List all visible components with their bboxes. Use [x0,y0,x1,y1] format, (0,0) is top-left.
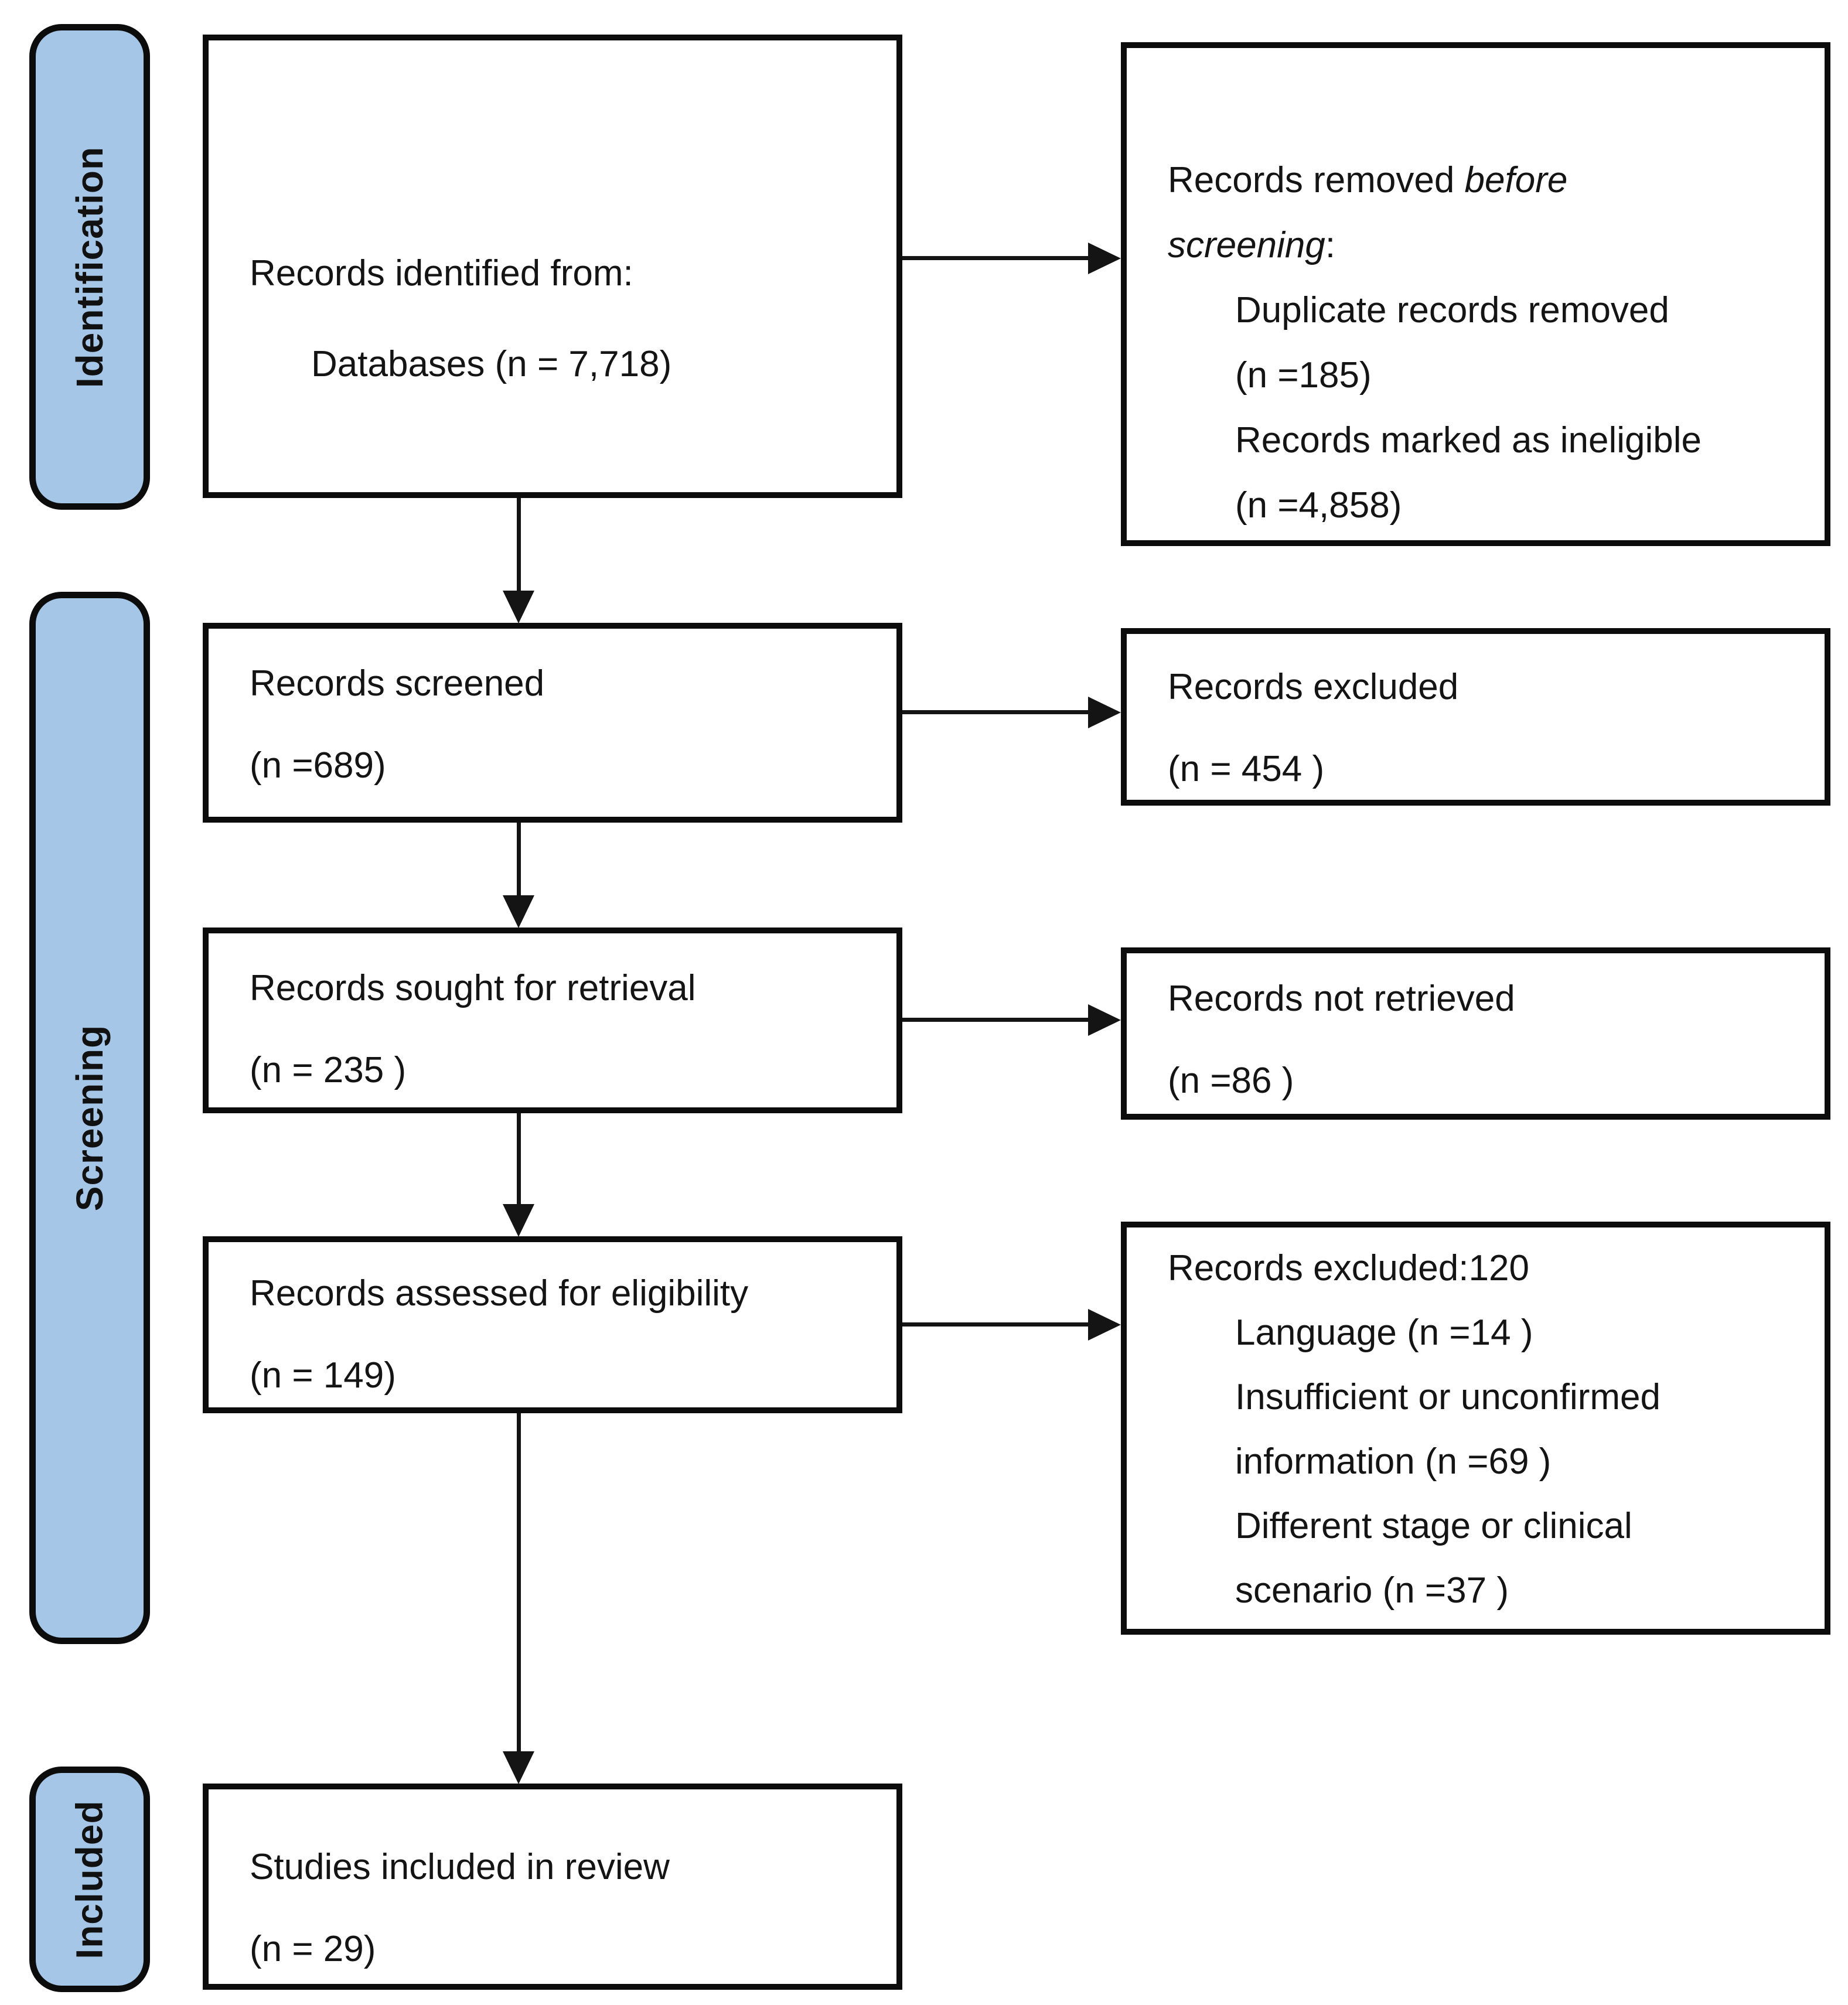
box-records-not-retrieved: Records not retrieved (n =86 ) [1121,947,1830,1120]
box-line: Records excluded [1168,667,1459,707]
box-line: (n =4,858) [1235,485,1402,526]
stage-label-included: Included [29,1767,150,1992]
box-records-excluded: Records excluded (n = 454 ) [1121,628,1830,806]
arrow-right-icon [1088,697,1121,728]
box-line: Language (n =14 ) [1235,1312,1533,1353]
arrow-right-icon [1088,1309,1121,1341]
arrow-line [517,1113,521,1204]
box-line: (n = 149) [250,1355,396,1396]
box-records-sought-retrieval: Records sought for retrieval (n = 235 ) [203,928,902,1113]
arrow-line [517,498,521,591]
box-line: (n =185) [1235,355,1372,395]
box-records-screened: Records screened (n =689) [203,623,902,823]
box-line: Databases (n = 7,718) [311,344,672,384]
stage-label-text: Included [69,1799,111,1959]
box-line: Records assessed for eligibility [250,1273,749,1314]
arrow-line [517,823,521,895]
box-line: Records not retrieved [1168,978,1515,1019]
box-line: Records removed before [1168,160,1568,200]
box-line: Records sought for retrieval [250,968,696,1008]
arrow-right-icon [1088,243,1121,274]
arrow-line [517,1413,521,1751]
italic-text: before [1464,160,1568,200]
box-line: information (n =69 ) [1235,1441,1552,1482]
arrow-down-icon [503,1751,534,1784]
box-line: scenario (n =37 ) [1235,1570,1509,1611]
box-line: screening: [1168,225,1336,265]
italic-text: screening [1168,225,1325,265]
arrow-line [902,1322,1090,1327]
box-records-excluded-eligibility: Records excluded:120 Language (n =14 ) I… [1121,1222,1830,1635]
box-records-removed-before-screening: Records removed before screening: Duplic… [1121,42,1830,546]
box-line: Records excluded:120 [1168,1248,1529,1288]
box-line: (n =689) [250,745,386,786]
arrow-down-icon [503,591,534,623]
box-studies-included-review: Studies included in review (n = 29) [203,1784,902,1990]
arrow-right-icon [1088,1004,1121,1036]
box-line: Duplicate records removed [1235,290,1669,330]
arrow-down-icon [503,1204,534,1237]
stage-label-screening: Screening [29,592,150,1644]
arrow-line [902,256,1090,260]
box-line: (n = 29) [250,1929,376,1969]
stage-label-text: Identification [69,146,111,388]
stage-label-identification: Identification [29,24,150,510]
box-line: Records identified from: [250,253,633,294]
box-records-assessed-eligibility: Records assessed for eligibility (n = 14… [203,1236,902,1413]
arrow-line [902,710,1090,714]
box-line: (n =86 ) [1168,1061,1294,1101]
stage-label-text: Screening [69,1024,111,1212]
box-line: Insufficient or unconfirmed [1235,1377,1661,1417]
box-line: Records marked as ineligible [1235,420,1702,461]
box-line: Records screened [250,663,545,704]
arrow-down-icon [503,895,534,928]
box-line: (n = 454 ) [1168,749,1325,789]
box-line: (n = 235 ) [250,1050,407,1090]
box-line: Studies included in review [250,1847,670,1887]
box-records-identified: Records identified from: Databases (n = … [203,35,902,498]
box-line: Different stage or clinical [1235,1506,1632,1546]
arrow-line [902,1018,1090,1022]
